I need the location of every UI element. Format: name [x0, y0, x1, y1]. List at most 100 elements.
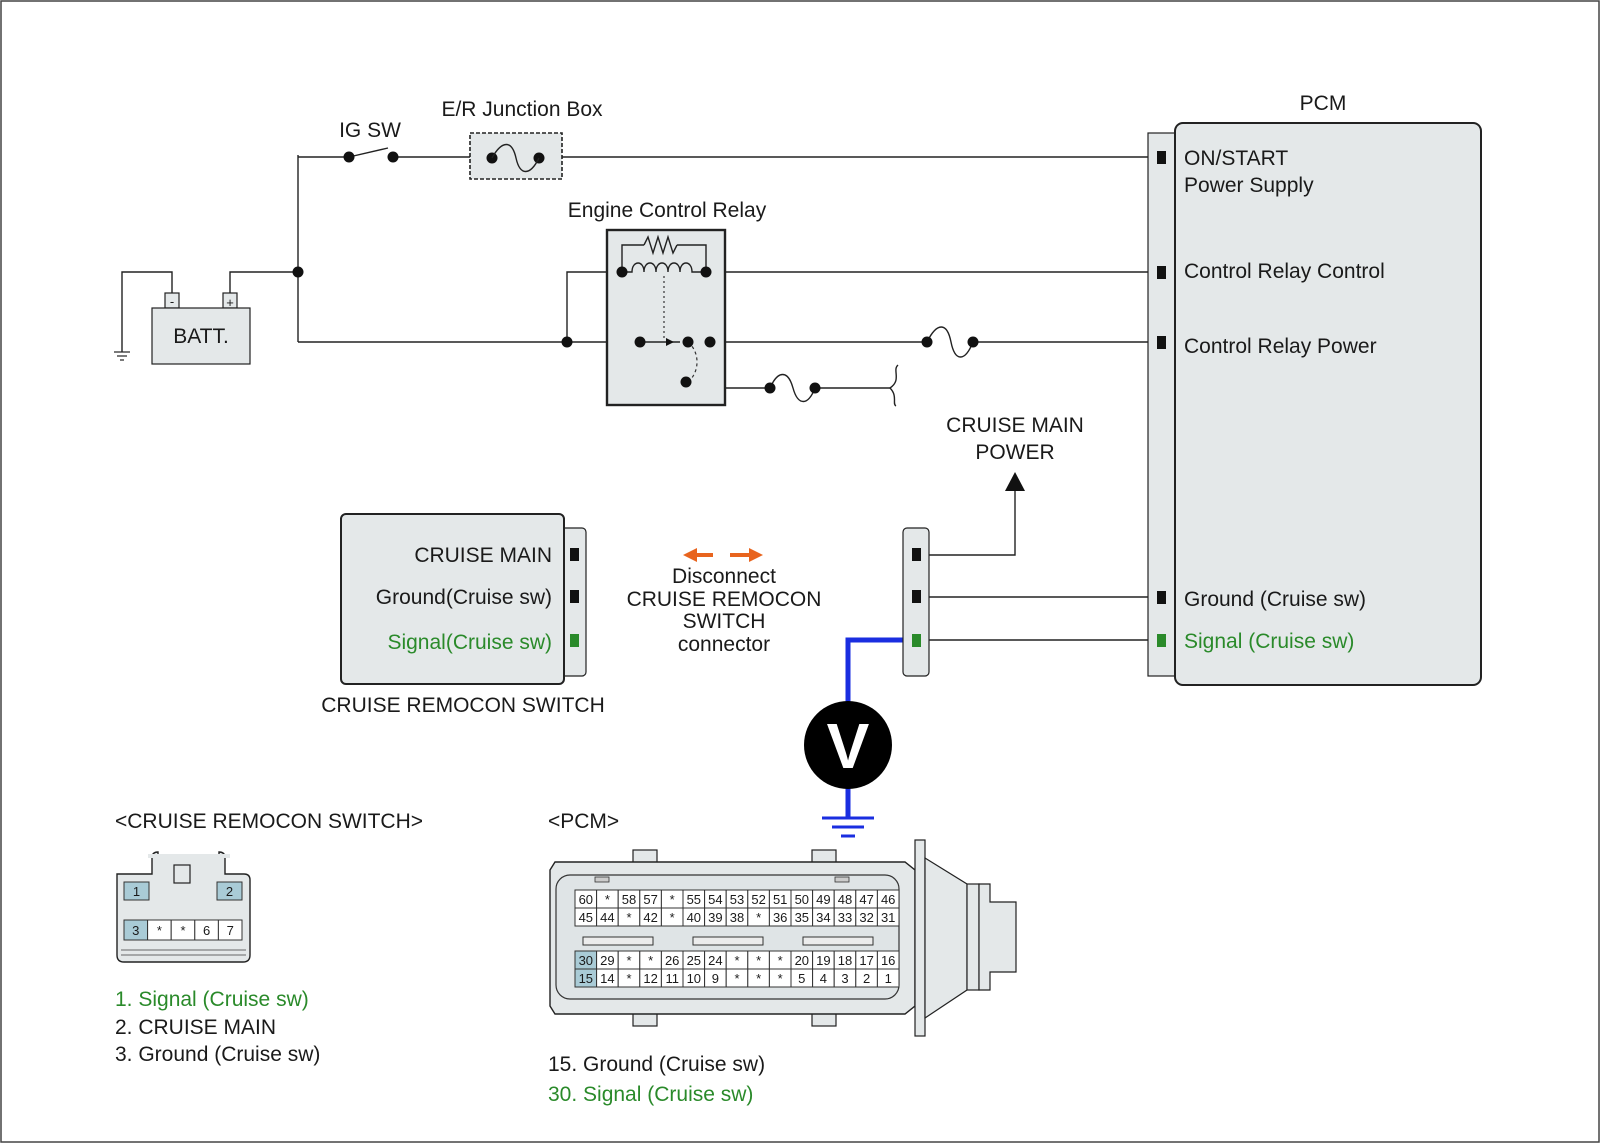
- legend-switch-item-3: 3. Ground (Cruise sw): [115, 1043, 320, 1066]
- svg-text:31: 31: [881, 910, 895, 925]
- pcm-pin-ground: Ground (Cruise sw): [1184, 588, 1366, 611]
- svg-text:*: *: [670, 910, 675, 925]
- pcm-pin-cell: 31: [876, 907, 900, 927]
- switch-pin-cell: 7: [217, 919, 243, 941]
- pcm-pin-cell: *: [747, 968, 770, 988]
- pcm-pin-cell: 14: [596, 968, 619, 988]
- fuse-dots: [764, 336, 979, 394]
- disconnect-label-4: connector: [678, 633, 770, 656]
- pcm-pin-cell: 25: [682, 950, 706, 970]
- harness-connector: [902, 527, 930, 677]
- svg-text:20: 20: [795, 953, 809, 968]
- svg-text:50: 50: [795, 892, 809, 907]
- svg-text:*: *: [180, 923, 185, 938]
- batt-label: BATT.: [173, 325, 229, 348]
- switch-pin-cell: 1: [123, 881, 150, 901]
- ground-icon: [822, 816, 874, 838]
- voltmeter: V: [804, 701, 892, 789]
- pcm-pin-cell: 20: [790, 950, 814, 970]
- pcm-pin-power-supply: Power Supply: [1184, 174, 1314, 197]
- coil-icon: [622, 262, 706, 273]
- legend-switch-title: <CRUISE REMOCON SWITCH>: [115, 810, 423, 833]
- remocon-switch-label: CRUISE REMOCON SWITCH: [321, 694, 605, 717]
- pcm-pin-cell: 5: [790, 968, 814, 988]
- legend-pcm-item-1: 15. Ground (Cruise sw): [548, 1053, 765, 1076]
- pcm-pin-cell: 51: [768, 889, 792, 909]
- pcm-pin-cell: *: [617, 968, 641, 988]
- pcm-pin-cell: *: [747, 950, 770, 970]
- svg-text:*: *: [626, 971, 631, 986]
- svg-text:12: 12: [643, 971, 657, 986]
- svg-text:*: *: [648, 953, 653, 968]
- svg-text:36: 36: [773, 910, 787, 925]
- pcm-pin-cell: *: [660, 889, 684, 909]
- pcm-pin-cell: *: [617, 950, 641, 970]
- svg-text:57: 57: [643, 892, 657, 907]
- pcm-pin-cell: 44: [596, 907, 619, 927]
- pcm-pin-cell: 46: [876, 889, 900, 909]
- svg-text:18: 18: [838, 953, 852, 968]
- pcm-connector: [1147, 132, 1179, 677]
- pcm-pin-cell: 19: [812, 950, 835, 970]
- pcm-pin-cell: 47: [855, 889, 878, 909]
- switch-pin-cruise-main: CRUISE MAIN: [414, 544, 552, 567]
- pcm-pin-cell: *: [725, 968, 749, 988]
- relay-out2-fuse: [769, 373, 816, 403]
- switch-pin-cell: *: [170, 919, 196, 941]
- svg-text:26: 26: [665, 953, 679, 968]
- svg-text:*: *: [778, 971, 783, 986]
- disconnect-arrow-icon: [683, 548, 763, 562]
- pcm-pin-cell: 45: [574, 907, 598, 927]
- pcm-pin-cell: 52: [747, 889, 770, 909]
- pcm-pin-cell: 39: [704, 907, 727, 927]
- cruise-main-power-label-1: CRUISE MAIN: [946, 414, 1084, 437]
- svg-text:54: 54: [708, 892, 722, 907]
- svg-text:*: *: [756, 953, 761, 968]
- pcm-pin-cell: 38: [725, 907, 749, 927]
- svg-text:55: 55: [687, 892, 701, 907]
- cruise-main-power-label-2: POWER: [975, 441, 1054, 464]
- resistor-icon: [643, 234, 678, 256]
- switch-pin-cell: 3: [123, 919, 149, 941]
- svg-text:58: 58: [622, 892, 636, 907]
- switch-pin-ground: Ground(Cruise sw): [376, 586, 552, 609]
- cruise-main-power-wire: [920, 490, 1016, 556]
- legend-pcm-title: <PCM>: [548, 810, 619, 833]
- svg-text:40: 40: [687, 910, 701, 925]
- pcm-pin-cell: *: [768, 950, 792, 970]
- fuse-icon: [491, 143, 540, 173]
- svg-text:46: 46: [881, 892, 895, 907]
- svg-text:3: 3: [841, 971, 848, 986]
- pcm-pin-cell: *: [639, 950, 662, 970]
- pcm-pin-cell: 9: [704, 968, 727, 988]
- disconnect-label-2: CRUISE REMOCON: [627, 588, 822, 611]
- engine-relay-label: Engine Control Relay: [568, 199, 767, 222]
- svg-text:5: 5: [798, 971, 805, 986]
- svg-text:30: 30: [579, 953, 593, 968]
- pcm-pin-cell: *: [617, 907, 641, 927]
- pcm-pin-cell: 26: [660, 950, 684, 970]
- svg-text:47: 47: [859, 892, 873, 907]
- pcm-pin-cell: 11: [660, 968, 684, 988]
- pcm-pin-cell: *: [768, 968, 792, 988]
- switch-pin-cell: 6: [194, 919, 219, 941]
- pcm-pin-cell: 35: [790, 907, 814, 927]
- svg-text:16: 16: [881, 953, 895, 968]
- pcm-pin-cell: 48: [833, 889, 857, 909]
- pcm-pin-signal: Signal (Cruise sw): [1184, 630, 1354, 653]
- pcm-pin-cell: 18: [833, 950, 857, 970]
- battery: - + BATT.: [114, 292, 251, 365]
- arrow-up-icon: [1005, 472, 1025, 491]
- pcm-pin-relay-power: Control Relay Power: [1184, 335, 1377, 358]
- pcm-pin-cell: 40: [682, 907, 706, 927]
- pcm-module: [1147, 122, 1482, 686]
- pcm-pin-cell: 1: [876, 968, 900, 988]
- pcm-pin-cell: 36: [768, 907, 792, 927]
- svg-text:*: *: [734, 953, 739, 968]
- svg-text:38: 38: [730, 910, 744, 925]
- pcm-pin-cell: 57: [639, 889, 662, 909]
- legend-pcm-item-2: 30. Signal (Cruise sw): [548, 1083, 753, 1106]
- svg-text:49: 49: [816, 892, 830, 907]
